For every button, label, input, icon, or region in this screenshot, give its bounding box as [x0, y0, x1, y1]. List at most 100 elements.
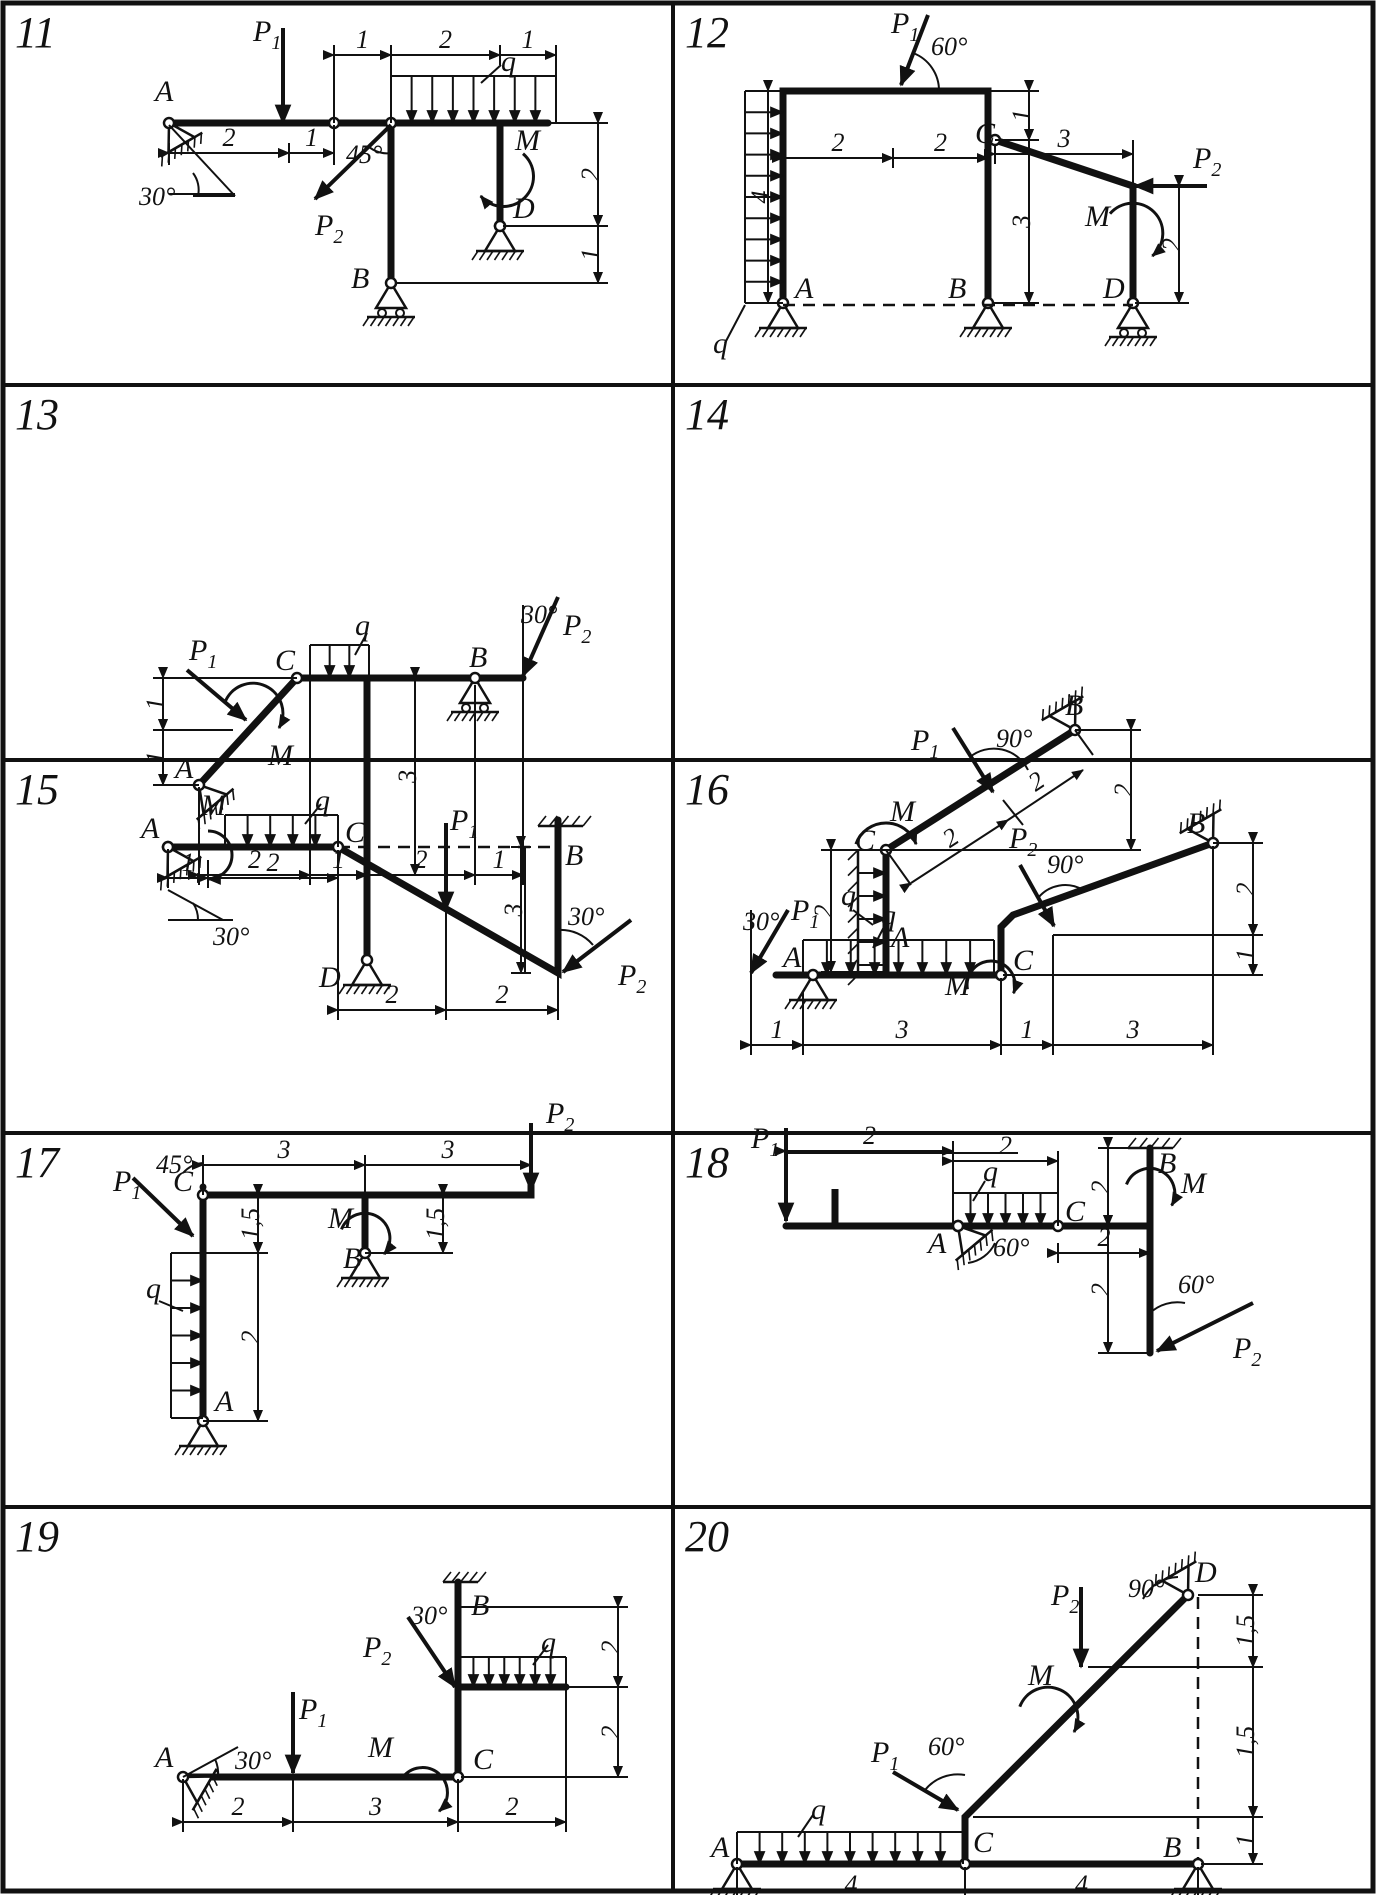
angle-label: 45°: [346, 140, 382, 169]
dimension-horizontal: 1: [740, 1015, 804, 1055]
dimension-value: 3: [1057, 124, 1071, 153]
point-label: B: [1187, 807, 1205, 840]
dimension-horizontal: 3: [792, 1015, 1002, 1055]
dimension-vertical: 1,5: [421, 1184, 453, 1254]
force-letter: P: [1232, 1332, 1251, 1365]
dimension-value: 2: [809, 905, 838, 918]
force-label: P1: [890, 7, 919, 46]
force-label: P1: [252, 15, 281, 54]
point-label: q: [811, 1793, 826, 1826]
force-letter: P: [1008, 822, 1027, 855]
point-label: A: [153, 1741, 174, 1774]
point-label: q: [541, 1626, 556, 1659]
dimension-value: 1: [1231, 1834, 1260, 1847]
force-label: P1: [750, 1122, 779, 1161]
dimension-value: 2: [236, 1331, 265, 1344]
dimension-value: 1,5: [236, 1208, 265, 1241]
force-label: P2: [562, 609, 591, 648]
dimension-horizontal: 2: [356, 845, 476, 885]
moment-arrow: [1108, 201, 1166, 258]
dimension-line: [899, 819, 1009, 894]
dimension-value: 3: [393, 770, 422, 784]
dimension-vertical: 1: [1007, 80, 1039, 141]
angle-arc: [967, 1242, 996, 1264]
angle-arc: [1037, 884, 1084, 899]
dimension-value: 2: [506, 1792, 519, 1821]
force-letter: P: [188, 634, 207, 667]
angle-label: 60°: [1178, 1270, 1214, 1299]
angle-label: 30°: [234, 1746, 271, 1775]
moment-arrow: [965, 959, 1024, 995]
dimension-value: 1,5: [1231, 1726, 1260, 1759]
dimension-horizontal: 1: [464, 845, 524, 885]
dimension-value: 2: [1023, 766, 1050, 797]
dimension-value: 1: [305, 123, 318, 152]
force-subscript: 2: [636, 976, 646, 998]
force-label: P2: [314, 209, 343, 248]
distributed-load: [802, 939, 995, 977]
angle-label: 30°: [742, 907, 779, 936]
scheme-number: 12: [685, 8, 729, 57]
beam-member: [831, 1189, 1154, 1230]
dimension-vertical: 2: [576, 112, 608, 227]
dimension-value: 2: [1086, 1181, 1115, 1194]
dimension-value: 3: [499, 904, 528, 918]
point-label: M: [889, 795, 917, 828]
scheme-number: 15: [15, 765, 59, 814]
dimension-value: 2: [596, 1726, 625, 1739]
point-label: A: [173, 752, 194, 785]
dimension-vertical: 1: [1231, 924, 1263, 976]
point-label: B: [469, 641, 487, 674]
point-label: q: [983, 1155, 998, 1188]
point-label: B: [565, 839, 583, 872]
point-label: C: [1013, 944, 1034, 977]
angle-arc: [214, 1758, 220, 1778]
pin-support-A: [951, 1219, 994, 1271]
dimension-horizontal: 2: [882, 128, 989, 168]
dimension-value: 1: [356, 25, 369, 54]
scheme-number: 18: [685, 1138, 729, 1187]
force-P2: [521, 596, 560, 678]
pin-support-D: [338, 953, 391, 995]
dimension-value: 2: [999, 1131, 1012, 1160]
dimension-vertical: 1: [1231, 1806, 1263, 1865]
force-P1: [131, 1176, 195, 1238]
distributed-load: [170, 1252, 205, 1419]
dimension-value: 3: [368, 1792, 382, 1821]
force-label: P2: [1232, 1332, 1261, 1371]
point-label: C: [345, 816, 366, 849]
roller-support-D: [1104, 296, 1157, 347]
force-label: P2: [1192, 142, 1221, 181]
dimension-value: 4: [845, 1870, 858, 1895]
pin-support-D: [471, 219, 524, 261]
point-label: q: [355, 609, 370, 642]
dimension-value: 3: [895, 1015, 909, 1044]
force-label: P2: [1050, 1579, 1079, 1618]
scheme-number: 14: [685, 390, 729, 439]
distributed-load: [952, 1192, 1059, 1228]
dimension-value: 1: [1007, 109, 1036, 122]
point-label: D: [512, 192, 535, 225]
point-label: M: [1180, 1167, 1208, 1200]
angle-arc: [1142, 1576, 1179, 1600]
angle-label: 30°: [567, 902, 604, 931]
point-label: q: [713, 327, 728, 360]
force-P1: [951, 726, 995, 794]
dimension-horizontal: 2: [435, 980, 559, 1020]
force-label: P2: [362, 1631, 391, 1670]
force-letter: P: [890, 7, 909, 40]
dimension-vertical: 2: [236, 1242, 268, 1422]
scheme-number: 16: [685, 765, 729, 814]
moment-arrow: [402, 1766, 453, 1813]
point-label: q: [501, 45, 516, 78]
dimension-vertical: 2: [1157, 175, 1189, 304]
dimension-value: 2: [934, 128, 947, 157]
angle-arc: [912, 52, 941, 92]
point-label: q: [841, 879, 856, 912]
force-letter: P: [545, 1097, 564, 1130]
point-label: q: [881, 899, 896, 932]
force-P2: [406, 1615, 457, 1689]
